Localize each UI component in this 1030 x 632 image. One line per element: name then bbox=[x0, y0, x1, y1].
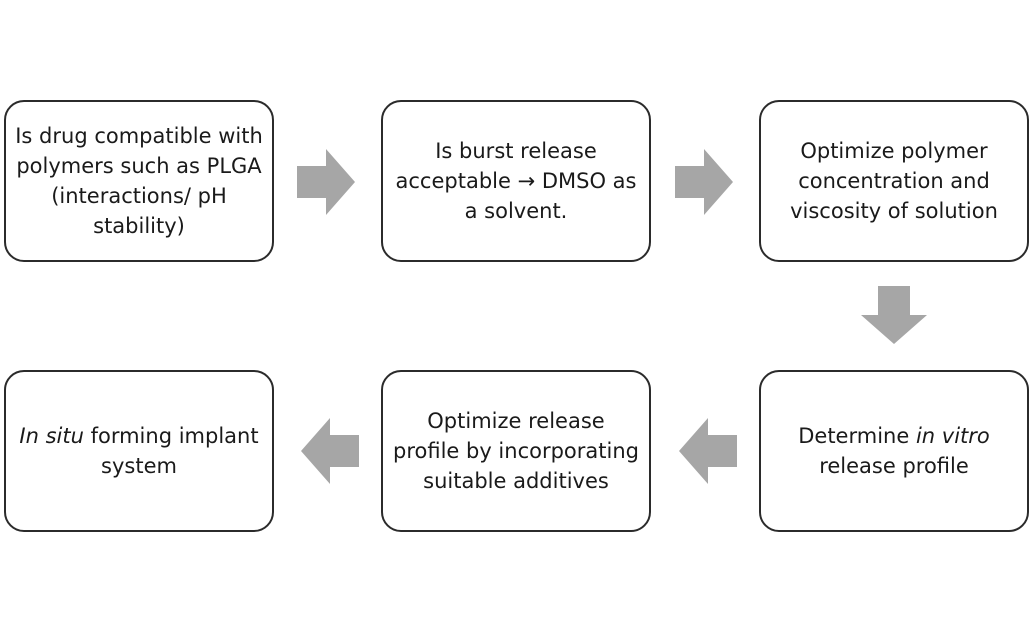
arrow-right-icon bbox=[297, 149, 355, 215]
step-text-part: Determine bbox=[798, 424, 916, 448]
step-box-determine-release: Determine in vitro release profile bbox=[759, 370, 1029, 532]
arrow-left-icon bbox=[679, 418, 737, 484]
arrow-down-icon bbox=[861, 286, 927, 344]
step-text: Is drug compatible with polymers such as… bbox=[15, 124, 263, 238]
step-text: Determine in vitro release profile bbox=[769, 421, 1019, 481]
arrow-right-icon bbox=[675, 149, 733, 215]
step-box-drug-compatibility: Is drug compatible with polymers such as… bbox=[4, 100, 274, 262]
step-text-italic: In situ bbox=[19, 424, 84, 448]
step-box-optimize-release: Optimize release profile by incorporatin… bbox=[381, 370, 651, 532]
step-text-part: forming implant system bbox=[83, 424, 259, 478]
step-text: In situ forming implant system bbox=[14, 421, 264, 481]
step-text-part: release profile bbox=[819, 454, 969, 478]
step-text: Optimize release profile by incorporatin… bbox=[392, 409, 639, 493]
step-text-italic: in vitro bbox=[915, 424, 990, 448]
step-text: Is burst release acceptable → DMSO as a … bbox=[395, 139, 637, 223]
step-text: Optimize polymer concentration and visco… bbox=[790, 139, 998, 223]
step-box-optimize-polymer: Optimize polymer concentration and visco… bbox=[759, 100, 1029, 262]
arrow-left-icon bbox=[301, 418, 359, 484]
step-box-in-situ-implant: In situ forming implant system bbox=[4, 370, 274, 532]
step-box-burst-release: Is burst release acceptable → DMSO as a … bbox=[381, 100, 651, 262]
